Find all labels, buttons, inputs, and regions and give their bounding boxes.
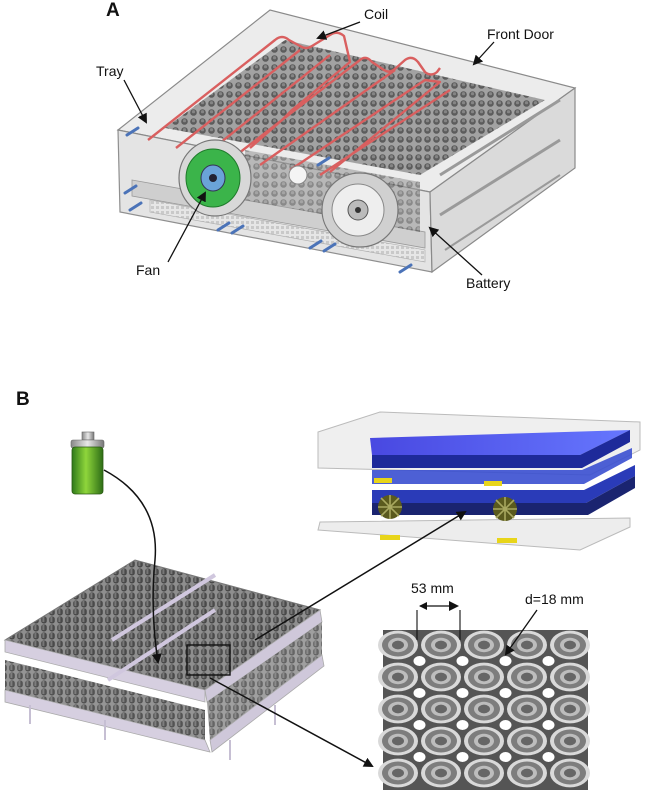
tray-assembly <box>3 559 325 760</box>
detail-cell <box>464 630 504 660</box>
detail-cell <box>421 726 461 756</box>
diameter-label: d=18 mm <box>525 591 584 607</box>
coil-piping <box>147 31 451 177</box>
cell-to-tray-arrow <box>103 469 162 664</box>
zoom-region-box <box>186 644 231 676</box>
detail-cell <box>550 726 590 756</box>
battery-cell-icon <box>70 431 105 495</box>
coolant-hole <box>542 688 555 698</box>
connector-pins <box>123 126 413 274</box>
coolant-hole <box>499 720 512 730</box>
coolant-hole <box>456 752 469 762</box>
battery-leader <box>428 226 483 276</box>
detail-cell <box>507 726 547 756</box>
coolant-hole <box>413 752 426 762</box>
fan-grey <box>321 172 399 248</box>
detail-cell <box>421 694 461 724</box>
front-door-label: Front Door <box>487 26 554 42</box>
detail-cell <box>550 662 590 692</box>
pack-side-face <box>429 86 576 274</box>
detail-cell <box>507 662 547 692</box>
detail-cell <box>421 758 461 788</box>
module-fan <box>378 495 402 519</box>
front-door-leader <box>472 41 495 66</box>
coolant-hole <box>499 656 512 666</box>
detail-cell <box>507 758 547 788</box>
detail-cell-grid <box>378 630 590 788</box>
terminal-pad <box>380 535 400 540</box>
coolant-hole <box>413 688 426 698</box>
cell-array-top <box>165 40 545 175</box>
coolant-hole <box>542 720 555 730</box>
fan-leader <box>167 191 206 263</box>
detail-cell <box>550 694 590 724</box>
fan-label: Fan <box>136 262 161 278</box>
tray-to-module-arrow <box>254 510 467 641</box>
side-rail <box>444 174 561 251</box>
terminal-pad <box>374 478 392 483</box>
module-housing <box>317 411 641 551</box>
terminal-pad <box>497 538 517 543</box>
side-rail <box>439 138 561 217</box>
panel-b-arrows <box>103 469 467 767</box>
panel-a-letter: A <box>106 0 120 21</box>
detail-cell <box>464 758 504 788</box>
vent-hole <box>288 165 308 185</box>
tray-leader <box>123 79 147 124</box>
panel-a-leaders <box>123 21 495 276</box>
coolant-hole <box>542 752 555 762</box>
detail-cell <box>378 630 418 660</box>
coolant-hole <box>413 720 426 730</box>
detail-cell <box>421 630 461 660</box>
detail-cell <box>464 694 504 724</box>
detail-cell <box>421 662 461 692</box>
detail-cell <box>378 662 418 692</box>
coolant-hole <box>499 752 512 762</box>
diameter-leader <box>504 609 538 656</box>
cell-spacing-detail <box>378 601 590 790</box>
detail-cell <box>378 694 418 724</box>
detail-cell <box>550 630 590 660</box>
tray-label: Tray <box>96 63 124 79</box>
detail-cell <box>507 630 547 660</box>
coolant-hole <box>499 688 512 698</box>
detail-cell <box>378 726 418 756</box>
panel-b-letter: B <box>16 389 30 410</box>
detail-cell <box>507 694 547 724</box>
coolant-hole <box>413 656 426 666</box>
side-rail <box>439 98 561 177</box>
coil-leader <box>316 21 361 40</box>
fan-green <box>178 139 252 217</box>
coolant-hole <box>542 656 555 666</box>
battery-label: Battery <box>466 275 511 291</box>
coolant-hole <box>456 720 469 730</box>
terminal-pad <box>484 481 502 486</box>
coolant-hole <box>456 656 469 666</box>
battery-pack-assembly <box>116 9 577 274</box>
detail-cell <box>378 758 418 788</box>
coil-label: Coil <box>364 6 389 22</box>
coolant-hole <box>456 688 469 698</box>
spacing-label: 53 mm <box>411 580 454 596</box>
zoom-arrow <box>209 677 374 767</box>
detail-cell <box>464 726 504 756</box>
module-fan <box>493 497 517 521</box>
detail-cell <box>464 662 504 692</box>
detail-cell <box>550 758 590 788</box>
